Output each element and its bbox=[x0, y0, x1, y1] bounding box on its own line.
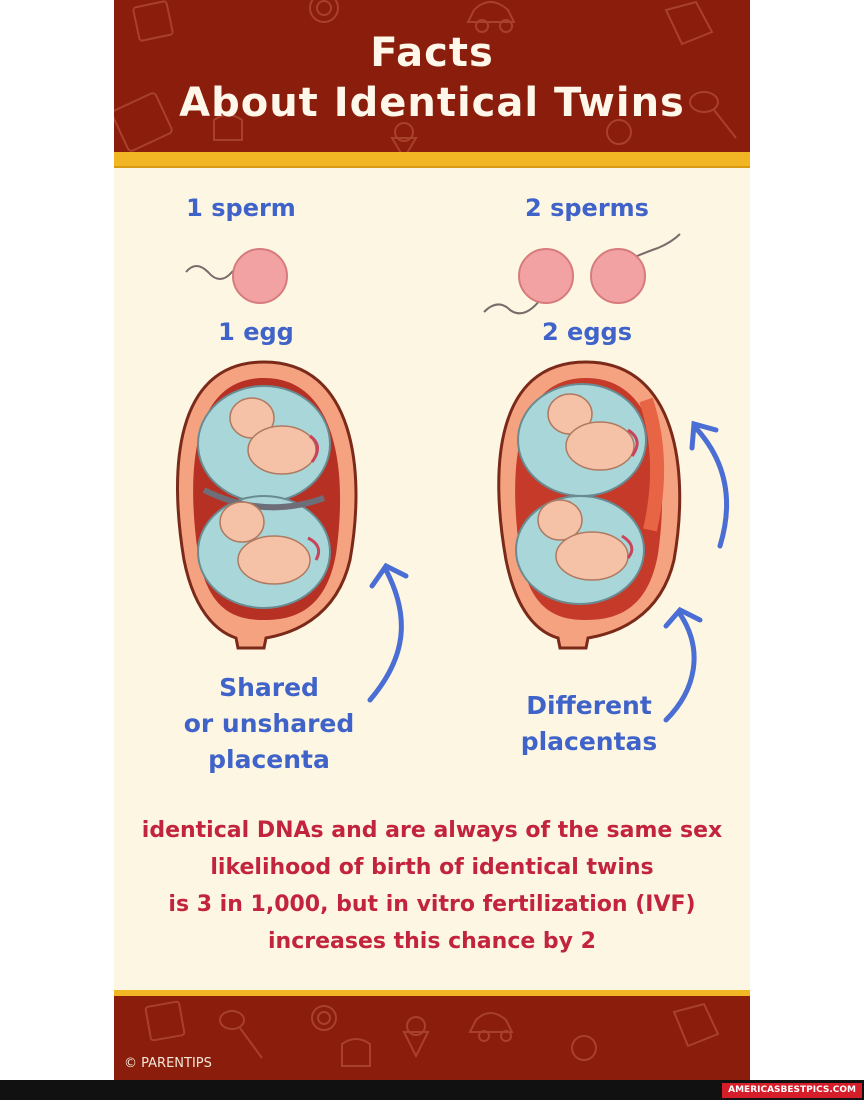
one-egg-label: 1 egg bbox=[218, 318, 294, 346]
twins-illustration bbox=[176, 233, 730, 723]
arrow-icon bbox=[663, 606, 703, 723]
house-drawing-icon bbox=[664, 0, 714, 46]
facts-line: likelihood of birth of identical twins bbox=[210, 855, 654, 880]
egg-icon bbox=[590, 248, 646, 304]
shared-placenta-line: placenta bbox=[208, 745, 330, 774]
one-sperm-label: 1 sperm bbox=[186, 194, 296, 222]
header-doodle-icons bbox=[114, 0, 737, 160]
watermark-bar bbox=[0, 1080, 864, 1100]
different-placentas-line: Different bbox=[526, 691, 652, 720]
shared-placenta-label: Shared or unshared placenta bbox=[169, 670, 369, 778]
title-line-1: Facts bbox=[370, 30, 494, 76]
ice-cream-icon bbox=[390, 137, 418, 160]
facts-line: identical DNAs and are always of the sam… bbox=[141, 818, 723, 843]
arrow-icon bbox=[367, 562, 409, 703]
facts-text: identical DNAs and are always of the sam… bbox=[114, 812, 750, 960]
footer-accent-band bbox=[114, 990, 750, 1000]
facts-line: is 3 in 1,000, but in vitro fertilizatio… bbox=[168, 892, 696, 917]
shared-placenta-line: or unshared bbox=[183, 709, 355, 738]
sperm-icon bbox=[483, 233, 681, 315]
womb-illustration bbox=[176, 360, 358, 650]
toy-car-icon bbox=[466, 1, 516, 23]
facts-line: increases this chance by 2 bbox=[268, 929, 596, 954]
different-placentas-label: Different placentas bbox=[514, 688, 664, 760]
spiral-icon bbox=[309, 0, 339, 23]
infographic-card: Facts About Identical Twins bbox=[114, 0, 750, 1080]
arrow-icon bbox=[689, 420, 730, 549]
spoon-icon bbox=[689, 91, 719, 113]
egg-icon bbox=[518, 248, 574, 304]
footer bbox=[114, 996, 750, 1080]
abc-block-icon bbox=[132, 0, 174, 42]
header: Facts About Identical Twins bbox=[114, 0, 750, 160]
calculator-icon bbox=[114, 92, 173, 152]
different-placentas-line: placentas bbox=[520, 727, 658, 756]
two-eggs-label: 2 eggs bbox=[542, 318, 632, 346]
flower-icon bbox=[606, 119, 632, 145]
womb-illustration bbox=[497, 360, 682, 650]
title-line-2: About Identical Twins bbox=[179, 80, 685, 126]
two-sperms-label: 2 sperms bbox=[525, 194, 649, 222]
egg-icon bbox=[232, 248, 288, 304]
onesie-icon bbox=[213, 114, 243, 141]
watermark-site-badge[interactable]: AMERICASBESTPICS.COM bbox=[722, 1083, 862, 1098]
copyright-text: © PARENTIPS bbox=[124, 1056, 212, 1071]
shared-placenta-line: Shared bbox=[219, 673, 319, 702]
header-accent-band bbox=[114, 152, 750, 168]
footer-doodle-icons bbox=[144, 1000, 720, 1067]
